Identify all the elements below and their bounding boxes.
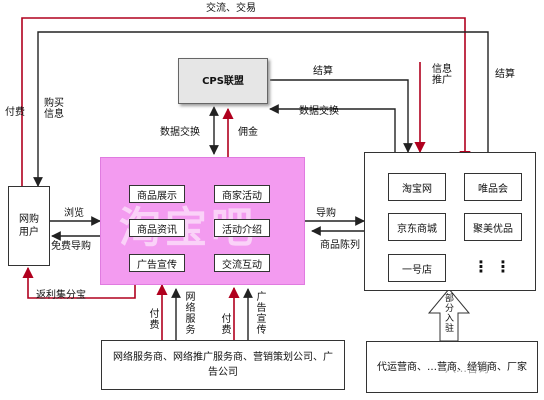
hub-item: 商品资讯	[129, 219, 185, 237]
cps-label: CPS联盟	[202, 75, 244, 87]
malls-more: ⋮⋮	[473, 257, 517, 276]
label-trade: 交流、交易	[206, 3, 256, 14]
mall-item: 京东商城	[388, 213, 446, 241]
edge-partial-entry	[427, 288, 471, 342]
hub-item: 交流互动	[214, 254, 270, 272]
label-browse: 浏览	[64, 208, 84, 219]
hub-item: 活动介绍	[214, 219, 270, 237]
label-info-push: 信息推广	[432, 64, 452, 86]
label-pay-2: 付费	[221, 314, 232, 336]
services-node: 网络服务商、网络推广服务商、营销策划公司、广告公司	[101, 340, 345, 390]
label-rebate: 返利集分宝	[36, 290, 86, 301]
edge-settle-cps	[270, 79, 413, 153]
mall-item: 唯品会	[464, 173, 522, 201]
hub-item: 商品展示	[129, 185, 185, 203]
label-goods-list: 商品陈列	[320, 240, 360, 251]
label-pay-1: 付费	[149, 309, 160, 331]
cps-node: CPS联盟	[178, 58, 268, 104]
entrants-watermark: 八…咨询	[445, 362, 489, 375]
label-guide: 导购	[316, 208, 336, 219]
mall-item: 淘宝网	[388, 173, 446, 201]
edge-trade	[21, 17, 471, 260]
mall-item: 一号店	[388, 254, 446, 282]
hub-item: 商家活动	[214, 185, 270, 203]
label-partial-entry: 部分入驻	[444, 294, 454, 334]
entrants-node: 代运营商、…营商、经销商、厂家 八…咨询	[366, 341, 538, 393]
mall-item: 聚美优品	[464, 213, 522, 241]
edge-rebate	[22, 266, 136, 299]
label-net-service: 网络服务	[185, 292, 196, 336]
label-settle-2: 结算	[495, 69, 515, 80]
label-ad: 广告宣传	[256, 292, 267, 336]
hub-item: 广告宣传	[129, 254, 185, 272]
malls-node: 淘宝网 唯品会 京东商城 聚美优品 一号店 ⋮⋮	[364, 152, 536, 291]
services-label: 网络服务商、网络推广服务商、营销策划公司、广告公司	[113, 352, 333, 378]
label-free-guide: 免费导购	[51, 241, 91, 252]
label-data-exchange-right: 数据交换	[299, 106, 339, 117]
user-node: 网购用户	[8, 186, 50, 266]
label-commission: 佣金	[238, 127, 258, 138]
edge-data-right	[269, 104, 396, 152]
user-label: 网购用户	[19, 214, 39, 238]
label-settle-1: 结算	[313, 66, 333, 77]
hub-node: 淘宝吧 商品展示 商家活动 商品资讯 活动介绍 广告宣传 交流互动	[100, 157, 305, 285]
entrants-label: 代运营商、…营商、经销商、厂家	[377, 361, 527, 373]
label-pay-left: 付费	[5, 107, 25, 118]
label-buy-info: 购买信息	[44, 98, 64, 120]
label-data-exchange-left: 数据交换	[160, 127, 200, 138]
edge-buy-info	[33, 31, 489, 187]
